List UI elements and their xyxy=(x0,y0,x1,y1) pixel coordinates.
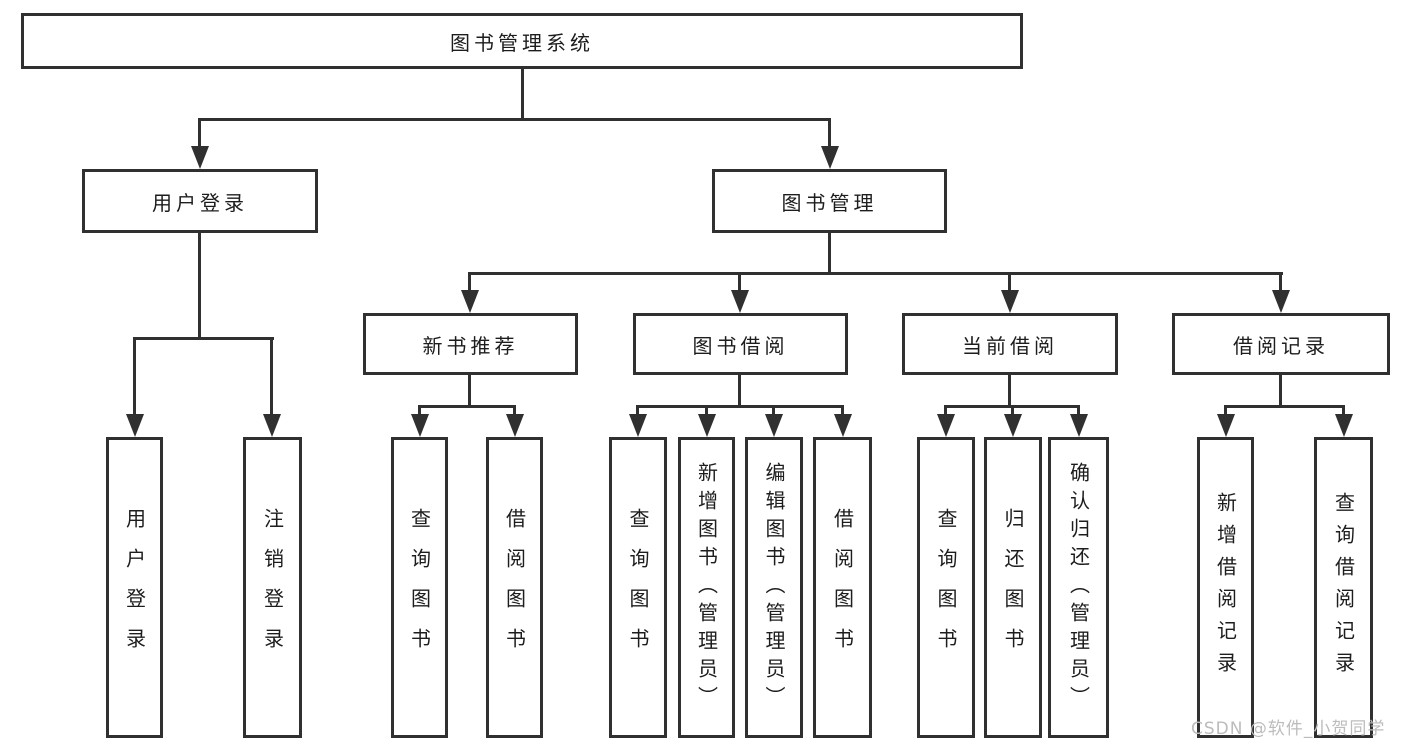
arrowhead-down-icon xyxy=(461,290,479,313)
node-book-management: 图书管理 xyxy=(712,169,947,233)
connector-drop-borrow-records xyxy=(1279,275,1282,293)
node-label: 图书管理 xyxy=(781,190,878,215)
node-user-login-leaf: 用户登录 xyxy=(106,437,163,738)
node-borrow-books-1: 借阅图书 xyxy=(486,437,543,738)
connector-drop-user-login xyxy=(198,121,201,149)
node-label: 查询图书 xyxy=(934,507,958,668)
node-edit-book-admin: 编辑图书（管理员） xyxy=(745,437,803,738)
node-label: 借阅图书 xyxy=(830,507,855,668)
connector-book-borrow-span xyxy=(636,405,844,408)
node-label: 注销登录 xyxy=(260,507,285,668)
node-label: 归还图书 xyxy=(1001,507,1025,668)
connector-borrow-records-drop xyxy=(1279,375,1282,405)
node-label: 用户登录 xyxy=(122,507,147,668)
node-library-management-system: 图书管理系统 xyxy=(21,13,1023,69)
arrowhead-down-icon xyxy=(411,414,429,437)
connector-drop-leaf xyxy=(1224,408,1227,418)
node-borrow-books-2: 借阅图书 xyxy=(813,437,872,738)
node-label: 新增借阅记录 xyxy=(1213,491,1238,684)
node-confirm-return-admin: 确认归还（管理员） xyxy=(1048,437,1109,738)
connector-drop-leaf xyxy=(841,408,844,418)
node-query-borrow-record: 查询借阅记录 xyxy=(1314,437,1373,738)
node-label: 查询图书 xyxy=(407,507,432,668)
arrowhead-down-icon xyxy=(1004,414,1022,437)
connector-drop-book-management xyxy=(828,121,831,149)
connector-user-login-span xyxy=(133,337,274,340)
arrowhead-down-icon xyxy=(698,414,716,437)
connector-drop-leaf xyxy=(944,408,947,418)
node-label: 借阅图书 xyxy=(502,507,527,668)
arrowhead-down-icon xyxy=(1272,290,1290,313)
node-label: 借阅记录 xyxy=(1233,333,1329,358)
connector-book-borrow-drop xyxy=(738,375,741,405)
node-label: 编辑图书（管理员） xyxy=(762,461,786,714)
watermark: CSDN @软件_小贺同学 xyxy=(1191,719,1386,739)
connector-book-management-drop xyxy=(828,233,831,272)
node-label: 新书推荐 xyxy=(422,333,519,358)
connector-current-borrow-drop xyxy=(1008,375,1011,405)
connector-drop-leaf xyxy=(513,408,516,418)
node-label: 确认归还（管理员） xyxy=(1066,461,1091,714)
connector-drop-leaf xyxy=(1342,408,1345,418)
connector-root-drop xyxy=(521,69,524,119)
connector-user-login-drop xyxy=(198,233,201,337)
node-borrowing-records: 借阅记录 xyxy=(1172,313,1390,375)
node-current-borrowing: 当前借阅 xyxy=(902,313,1118,375)
connector-borrow-records-span xyxy=(1224,405,1345,408)
connector-drop-leaf xyxy=(1011,408,1014,418)
arrowhead-down-icon xyxy=(821,146,839,169)
arrowhead-down-icon xyxy=(629,414,647,437)
connector-drop-leaf xyxy=(705,408,708,418)
arrowhead-down-icon xyxy=(834,414,852,437)
arrowhead-down-icon xyxy=(506,414,524,437)
connector-new-book-span xyxy=(418,405,516,408)
connector-book-management-span xyxy=(468,272,1283,275)
node-query-books-3: 查询图书 xyxy=(917,437,975,738)
connector-drop-current-borrow xyxy=(1008,275,1011,293)
node-query-books-1: 查询图书 xyxy=(391,437,448,738)
connector-new-book-drop xyxy=(468,375,471,405)
arrowhead-down-icon xyxy=(1001,290,1019,313)
node-add-book-admin: 新增图书（管理员） xyxy=(678,437,735,738)
connector-drop-leaf xyxy=(636,408,639,418)
arrowhead-down-icon xyxy=(1217,414,1235,437)
connector-drop-leaf xyxy=(1077,408,1080,418)
connector-drop-leaf xyxy=(772,408,775,418)
arrowhead-down-icon xyxy=(731,290,749,313)
node-label: 当前借阅 xyxy=(962,333,1058,358)
node-new-book-recommendation: 新书推荐 xyxy=(363,313,578,375)
connector-drop-book-borrow xyxy=(738,275,741,293)
node-user-login: 用户登录 xyxy=(82,169,318,233)
node-label: 查询图书 xyxy=(626,507,650,668)
arrowhead-down-icon xyxy=(191,146,209,169)
node-query-books-2: 查询图书 xyxy=(609,437,667,738)
connector-drop-login-leaf xyxy=(133,340,136,418)
node-label: 新增图书（管理员） xyxy=(694,461,719,714)
arrowhead-down-icon xyxy=(1070,414,1088,437)
connector-drop-new-book xyxy=(468,275,471,293)
node-logout: 注销登录 xyxy=(243,437,302,738)
connector-drop-logout-leaf xyxy=(270,340,273,418)
arrowhead-down-icon xyxy=(937,414,955,437)
node-return-books: 归还图书 xyxy=(984,437,1042,738)
node-book-borrowing: 图书借阅 xyxy=(633,313,848,375)
arrowhead-down-icon xyxy=(263,414,281,437)
arrowhead-down-icon xyxy=(765,414,783,437)
connector-root-span xyxy=(198,118,831,121)
node-label: 用户登录 xyxy=(152,190,248,215)
arrowhead-down-icon xyxy=(126,414,144,437)
connector-current-borrow-span xyxy=(944,405,1080,408)
node-label: 图书管理系统 xyxy=(450,30,594,55)
node-label: 图书借阅 xyxy=(692,333,789,358)
connector-drop-leaf xyxy=(418,408,421,418)
node-add-borrow-record: 新增借阅记录 xyxy=(1197,437,1254,738)
node-label: 查询借阅记录 xyxy=(1331,491,1356,684)
arrowhead-down-icon xyxy=(1335,414,1353,437)
